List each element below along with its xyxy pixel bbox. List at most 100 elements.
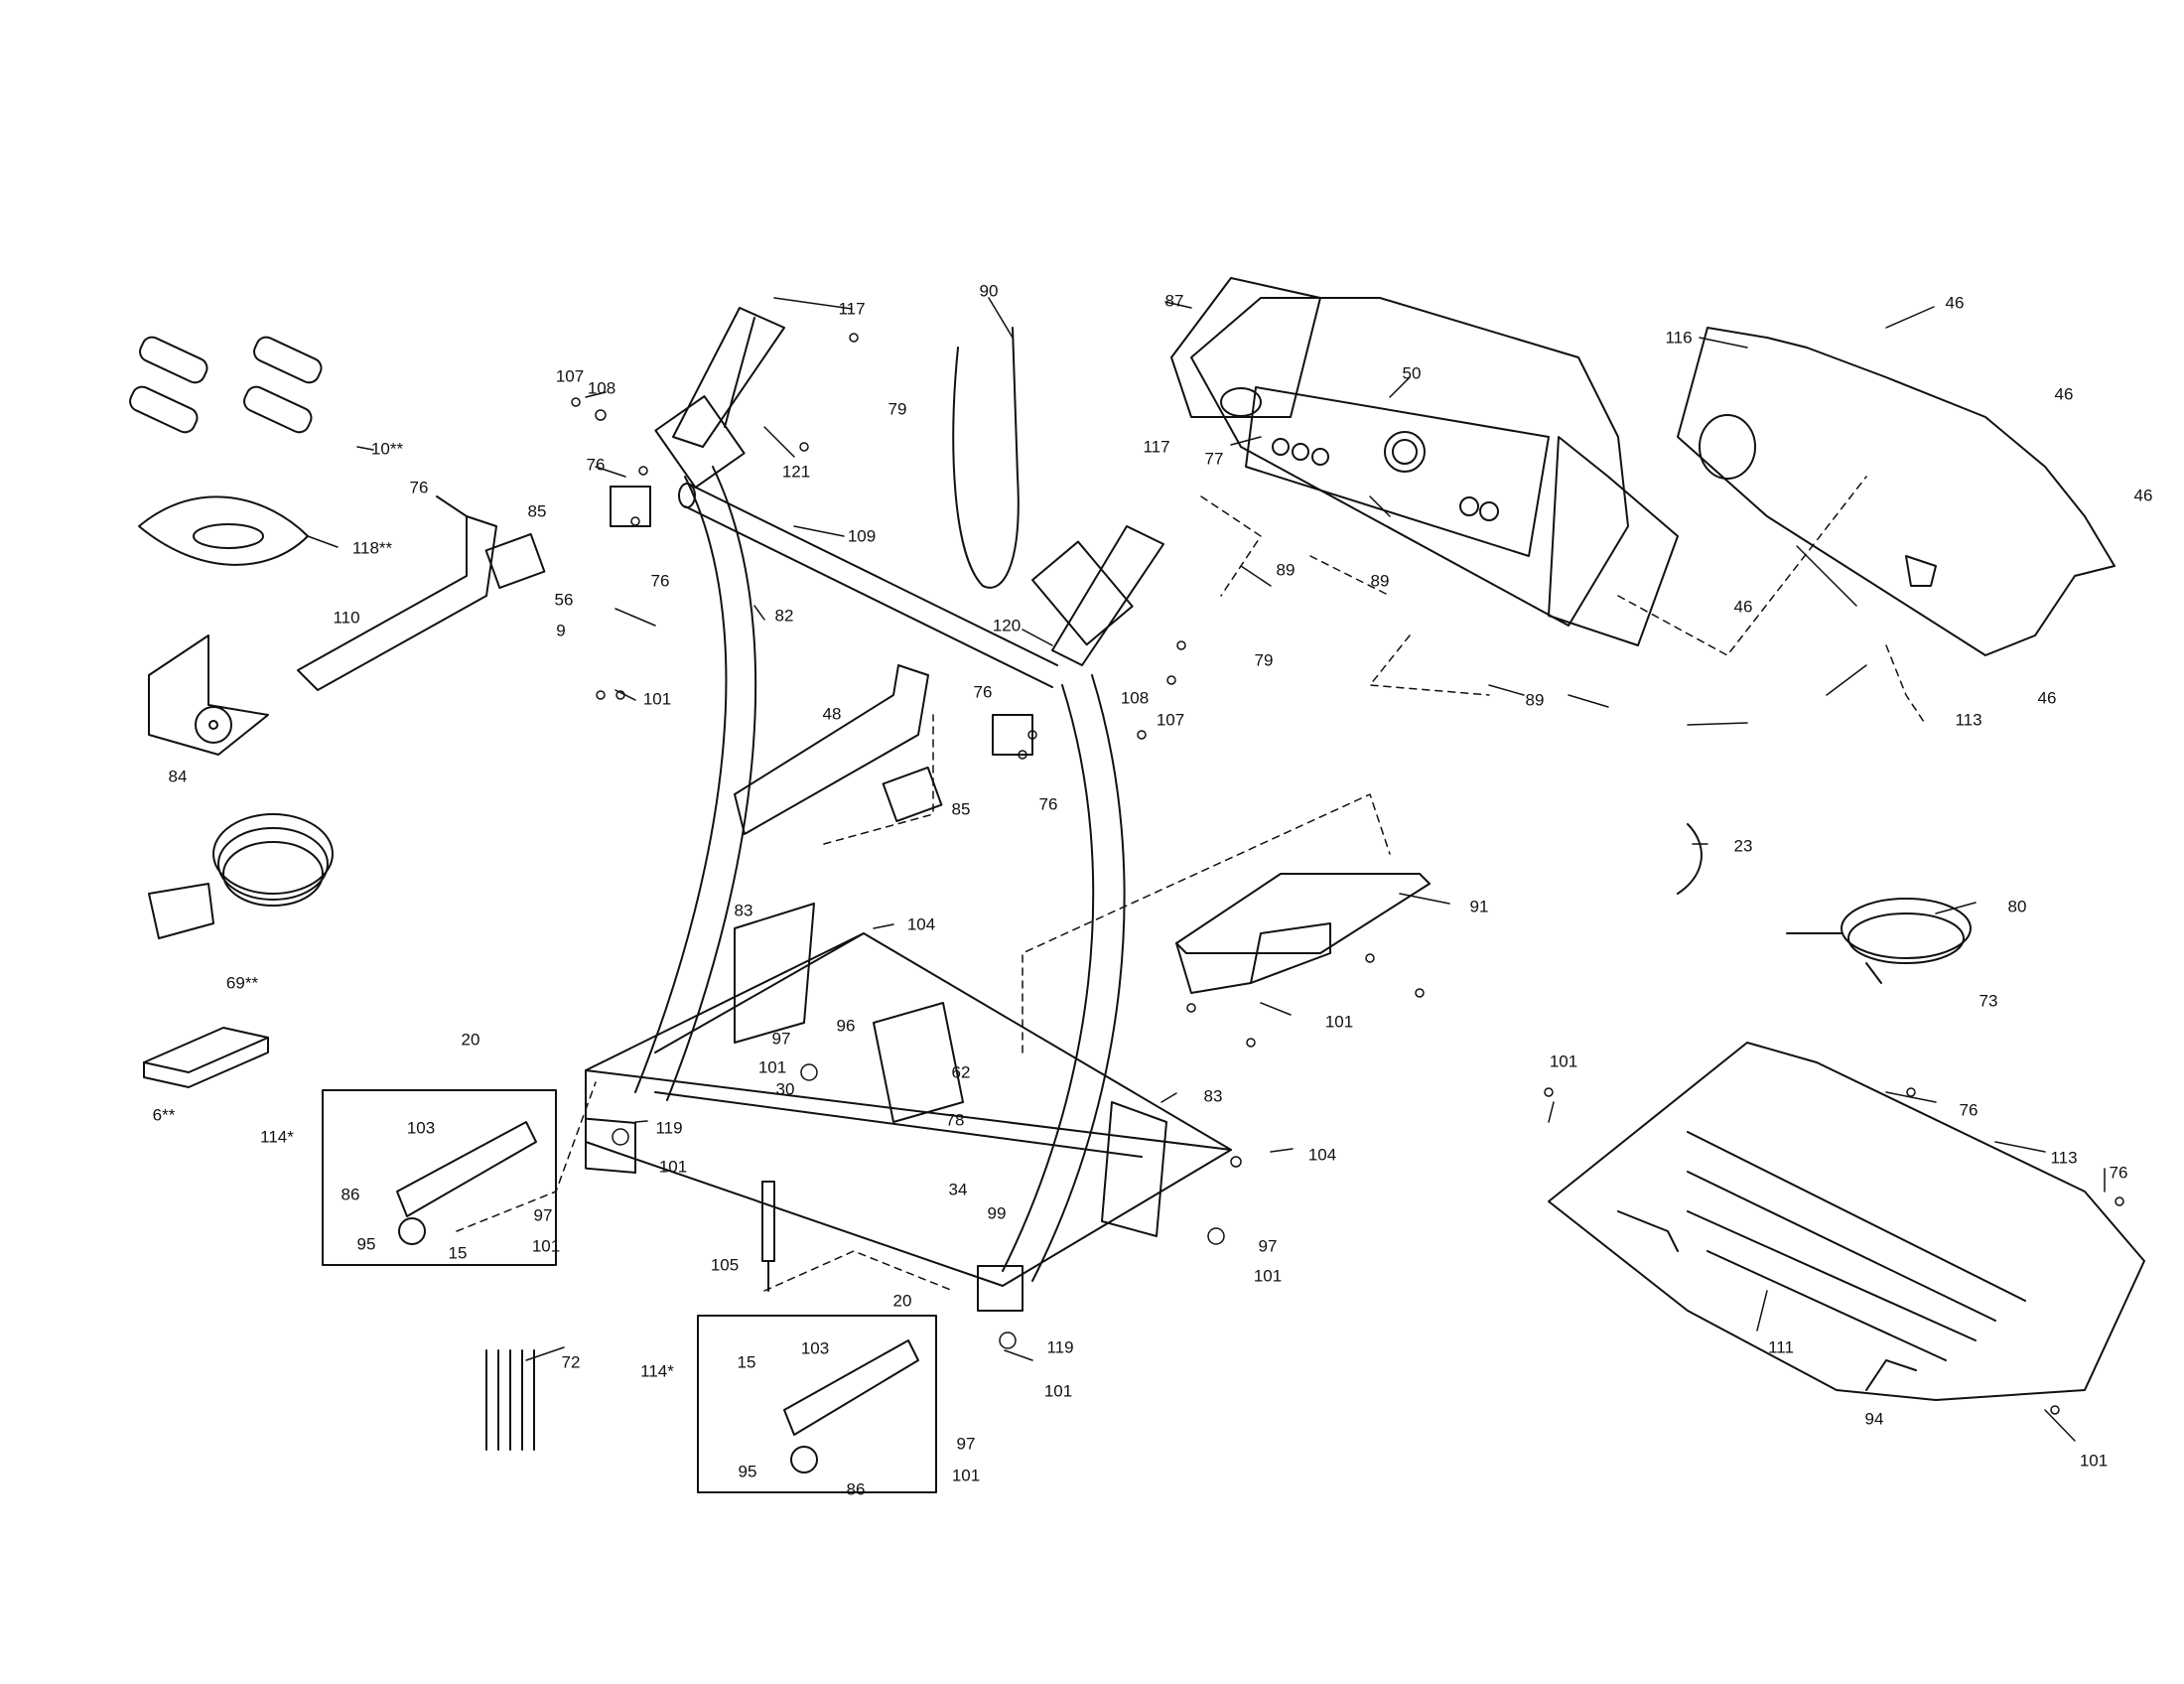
part-label-46: 46 [2054, 384, 2074, 404]
part-label-101: 101 [2079, 1451, 2109, 1471]
part-label-116: 116 [1665, 328, 1693, 348]
part-label-77: 77 [1204, 449, 1224, 469]
part-label-76: 76 [650, 571, 670, 591]
part-label-117: 117 [1143, 437, 1170, 457]
part-label-110: 110 [333, 608, 360, 628]
part-label-76: 76 [973, 682, 993, 702]
part-label-84: 84 [168, 767, 188, 786]
part-label-48: 48 [822, 704, 842, 724]
part-label-89: 89 [1525, 690, 1545, 710]
part-label-99: 99 [987, 1203, 1007, 1223]
part-label-76: 76 [1038, 794, 1058, 814]
part-label-97: 97 [956, 1434, 976, 1454]
wheel-box-upper [322, 1089, 557, 1266]
part-label-46: 46 [2037, 688, 2057, 708]
handrail-48 [734, 664, 929, 835]
console-side-right [1548, 436, 1679, 646]
part-label-15: 15 [448, 1243, 468, 1263]
part-label-108: 108 [587, 378, 616, 398]
part-label-89: 89 [1276, 560, 1296, 580]
part-label-20: 20 [892, 1291, 912, 1311]
part-label-113: 113 [2050, 1148, 2078, 1168]
cd-case-84 [148, 634, 269, 756]
part-label-9: 9 [556, 621, 566, 640]
part-label-46: 46 [1945, 293, 1965, 313]
part-label-62: 62 [951, 1062, 971, 1082]
fasteners [571, 333, 2124, 1415]
part-label-76: 76 [1959, 1100, 1979, 1120]
part-label-86: 86 [341, 1185, 360, 1204]
video-tape-6 [143, 1027, 269, 1088]
part-label-114: 114* [640, 1361, 674, 1381]
part-label-95: 95 [356, 1234, 376, 1254]
part-label-46: 46 [1733, 597, 1753, 617]
part-label-104: 104 [906, 914, 936, 934]
part-label-101: 101 [1324, 1012, 1354, 1032]
gas-spring-105 [761, 1181, 775, 1292]
part-label-114: 114* [260, 1127, 294, 1147]
part-label-101: 101 [1043, 1381, 1073, 1401]
part-label-87: 87 [1164, 291, 1184, 311]
part-label-73: 73 [1979, 991, 1998, 1011]
part-label-117: 117 [838, 299, 866, 319]
part-label-104: 104 [1307, 1145, 1337, 1165]
crossbar-109 [678, 483, 1058, 688]
part-label-50: 50 [1402, 363, 1422, 383]
part-label-108: 108 [1120, 688, 1150, 708]
part-label-103: 103 [406, 1118, 436, 1138]
part-label-105: 105 [710, 1255, 740, 1275]
part-label-6: 6** [152, 1105, 176, 1125]
base-frame [585, 932, 1232, 1312]
part-label-94: 94 [1864, 1409, 1884, 1429]
part-label-89: 89 [1370, 571, 1390, 591]
part-label-85: 85 [527, 501, 547, 521]
part-label-109: 109 [847, 526, 877, 546]
handrail-tubes [484, 486, 1033, 823]
part-label-101: 101 [951, 1466, 981, 1485]
console-back-116 [1677, 327, 2116, 656]
belt-90 [952, 327, 1020, 589]
upper-tube-right [1051, 525, 1164, 666]
part-label-30: 30 [775, 1079, 795, 1099]
part-label-83: 83 [734, 901, 753, 920]
part-label-121: 121 [781, 462, 811, 482]
part-label-96: 96 [836, 1016, 856, 1036]
wire-23 [1677, 823, 1703, 895]
part-label-97: 97 [1258, 1236, 1278, 1256]
part-label-80: 80 [2007, 897, 2027, 916]
part-label-101: 101 [1549, 1052, 1578, 1071]
part-label-101: 101 [531, 1236, 561, 1256]
part-label-56: 56 [554, 590, 574, 610]
part-label-76: 76 [2109, 1163, 2128, 1183]
part-label-111: 111 [1768, 1337, 1794, 1357]
part-label-97: 97 [533, 1205, 553, 1225]
handrail-110 [297, 495, 497, 691]
part-label-69: 69** [225, 973, 259, 993]
part-label-101: 101 [658, 1157, 688, 1177]
cable-80 [1786, 898, 1972, 984]
part-label-90: 90 [979, 281, 999, 301]
part-label-85: 85 [951, 799, 971, 819]
part-label-79: 79 [887, 399, 907, 419]
part-label-34: 34 [948, 1180, 968, 1199]
part-label-118: 118** [351, 538, 393, 558]
dashed-guides [456, 476, 1927, 1292]
part-label-95: 95 [738, 1462, 757, 1481]
upper-tube-left [672, 307, 785, 448]
motor-hood-94 [1548, 1042, 2145, 1401]
part-label-91: 91 [1469, 897, 1489, 916]
console-side-87 [1170, 277, 1321, 418]
part-label-107: 107 [1156, 710, 1185, 730]
part-label-101: 101 [1253, 1266, 1283, 1286]
part-label-119: 119 [655, 1118, 683, 1138]
part-label-101: 101 [757, 1057, 787, 1077]
tray-91 [1175, 873, 1431, 994]
cable-69 [148, 813, 334, 939]
dumbbells-10 [129, 336, 323, 434]
part-label-76: 76 [409, 478, 429, 497]
part-label-79: 79 [1254, 650, 1274, 670]
part-label-82: 82 [774, 606, 794, 626]
part-label-101: 101 [642, 689, 672, 709]
